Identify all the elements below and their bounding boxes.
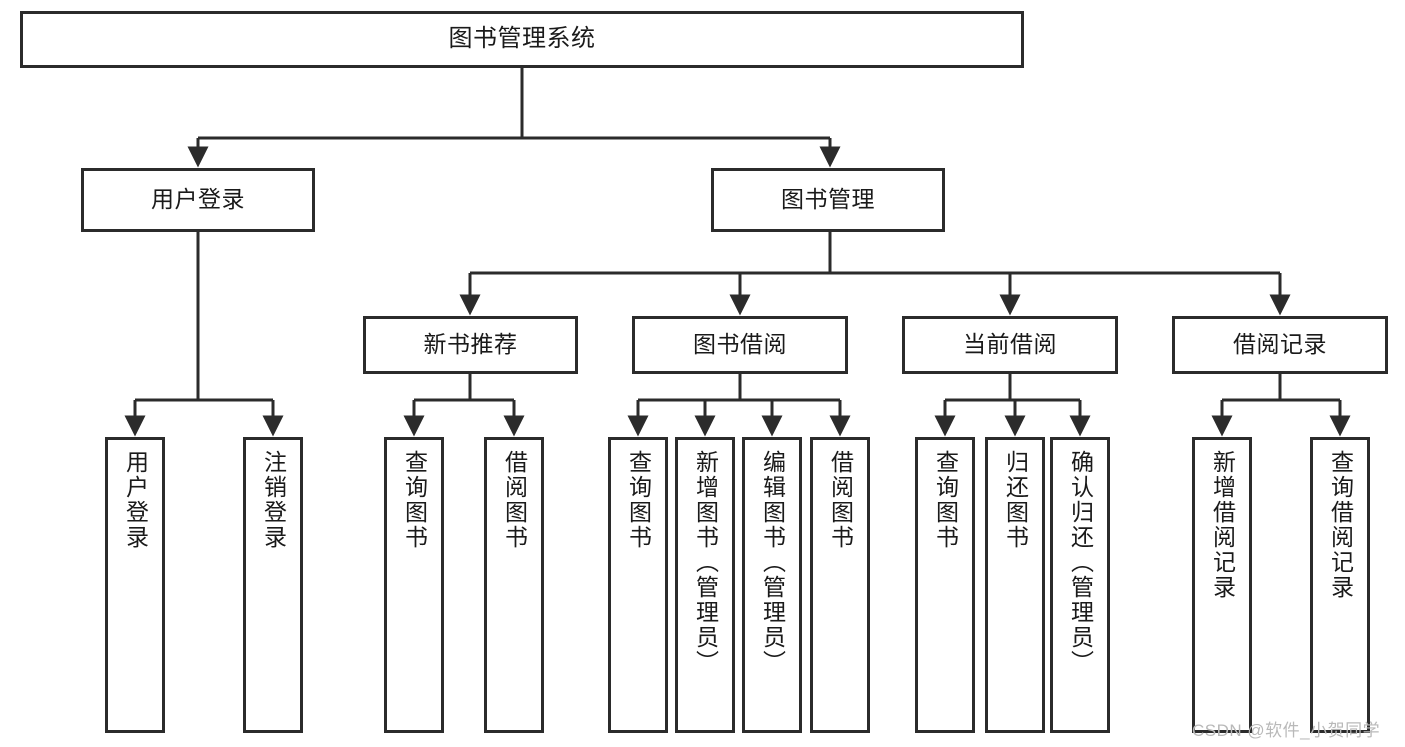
node-label: 新增图书（管理员）	[692, 450, 719, 675]
node-label: 新书推荐	[423, 331, 518, 358]
node-user-login[interactable]: 用户登录	[81, 168, 315, 232]
node-root-book-management-system[interactable]: 图书管理系统	[20, 11, 1024, 68]
leaf-borrow-book-recommend[interactable]: 借阅图书	[484, 437, 544, 733]
node-new-book-recommend[interactable]: 新书推荐	[363, 316, 578, 374]
leaf-query-borrow-record[interactable]: 查询借阅记录	[1310, 437, 1370, 733]
leaf-return-book[interactable]: 归还图书	[985, 437, 1045, 733]
node-label: 新增借阅记录	[1209, 450, 1236, 600]
node-label: 用户登录	[151, 186, 245, 213]
leaf-user-login[interactable]: 用户登录	[105, 437, 165, 733]
node-label: 确认归还（管理员）	[1067, 450, 1094, 675]
leaf-confirm-return-admin[interactable]: 确认归还（管理员）	[1050, 437, 1110, 733]
node-book-management[interactable]: 图书管理	[711, 168, 945, 232]
leaf-logout[interactable]: 注销登录	[243, 437, 303, 733]
node-book-borrow[interactable]: 图书借阅	[632, 316, 848, 374]
node-label: 编辑图书（管理员）	[759, 450, 786, 675]
node-label: 查询图书	[932, 450, 959, 550]
node-current-borrow[interactable]: 当前借阅	[902, 316, 1118, 374]
leaf-query-book-current[interactable]: 查询图书	[915, 437, 975, 733]
node-label: 图书借阅	[693, 331, 787, 358]
leaf-query-book-recommend[interactable]: 查询图书	[384, 437, 444, 733]
node-label: 借阅记录	[1233, 331, 1327, 358]
leaf-edit-book-admin[interactable]: 编辑图书（管理员）	[742, 437, 802, 733]
leaf-borrow-book[interactable]: 借阅图书	[810, 437, 870, 733]
leaf-add-book-admin[interactable]: 新增图书（管理员）	[675, 437, 735, 733]
node-label: 查询借阅记录	[1327, 450, 1354, 600]
node-label: 查询图书	[625, 450, 652, 550]
node-label: 用户登录	[122, 450, 149, 550]
leaf-add-borrow-record[interactable]: 新增借阅记录	[1192, 437, 1252, 733]
node-label: 图书管理系统	[448, 25, 596, 53]
node-label: 借阅图书	[501, 450, 528, 550]
node-label: 借阅图书	[827, 450, 854, 550]
node-label: 图书管理	[781, 186, 875, 213]
node-label: 查询图书	[401, 450, 428, 550]
node-label: 注销登录	[260, 450, 287, 550]
node-borrow-record[interactable]: 借阅记录	[1172, 316, 1388, 374]
node-label: 归还图书	[1002, 450, 1029, 550]
watermark-text: CSDN @软件_小贺同学	[1192, 721, 1381, 740]
node-label: 当前借阅	[963, 331, 1057, 358]
leaf-query-book-borrow[interactable]: 查询图书	[608, 437, 668, 733]
